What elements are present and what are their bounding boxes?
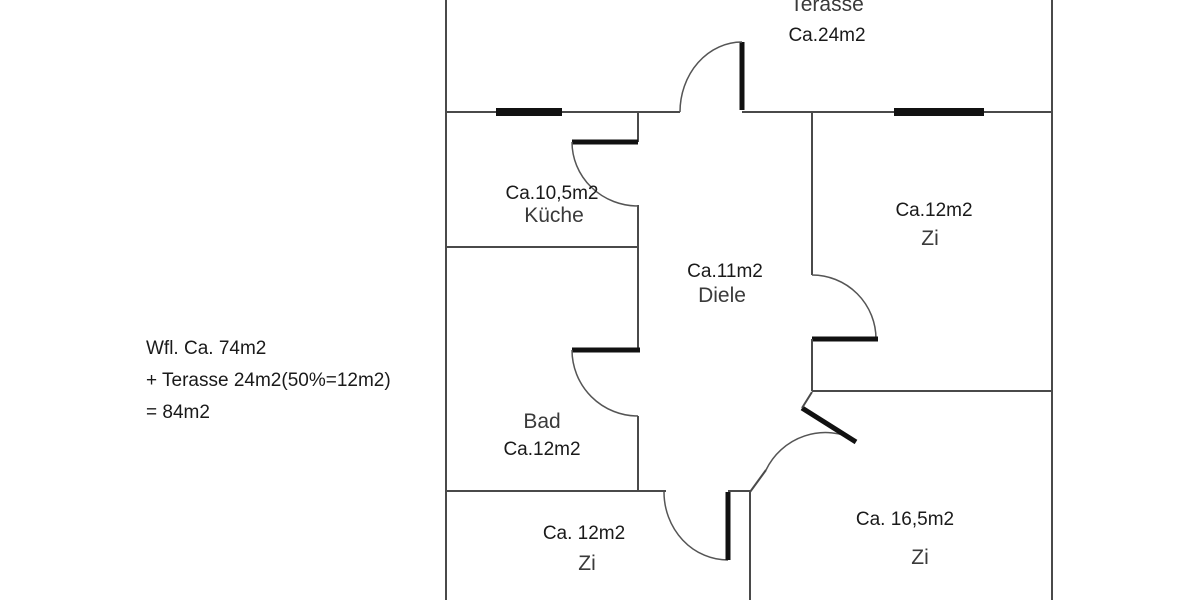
room-bottom-right-door-leaf: [800, 405, 858, 445]
room-bottom-right-area: Ca. 16,5m2: [855, 509, 955, 530]
room-bottom-left-area: Ca. 12m2: [542, 523, 626, 544]
room-right-top-area: Ca.12m2: [895, 200, 973, 221]
summary-terrace: + Terasse 24m2(50%=12m2): [146, 370, 391, 391]
room-bottom-right-diagonal-top: [801, 391, 813, 409]
terrace-name: Terasse: [790, 0, 864, 16]
terrace-door-swing: [679, 41, 743, 113]
room-bottom-left-door-swing: [663, 491, 729, 561]
room-bottom-right-diagonal-wall: [749, 469, 767, 493]
summary-living-area: Wfl. Ca. 74m2: [146, 338, 267, 359]
room-bottom-right-door-swing: [765, 431, 857, 471]
bath-area: Ca.12m2: [503, 439, 581, 460]
bath-name: Bad: [523, 410, 561, 433]
room-bottom-right-name: Zi: [911, 546, 929, 569]
kitchen-area: Ca.10,5m2: [505, 183, 599, 204]
area-summary: Wfl. Ca. 74m2 + Terasse 24m2(50%=12m2) =…: [146, 333, 391, 429]
kitchen-name: Küche: [524, 204, 584, 227]
bath-door-swing: [571, 349, 639, 417]
hall-name: Diele: [698, 284, 746, 307]
room-bottom-left-name: Zi: [578, 552, 596, 575]
terrace-area: Ca.24m2: [788, 25, 866, 46]
kitchen-door-swing: [571, 141, 639, 207]
room-right-top-door-swing: [811, 274, 877, 340]
hall-area: Ca.11m2: [687, 261, 763, 282]
summary-total: = 84m2: [146, 402, 210, 423]
room-right-top-name: Zi: [921, 227, 939, 250]
